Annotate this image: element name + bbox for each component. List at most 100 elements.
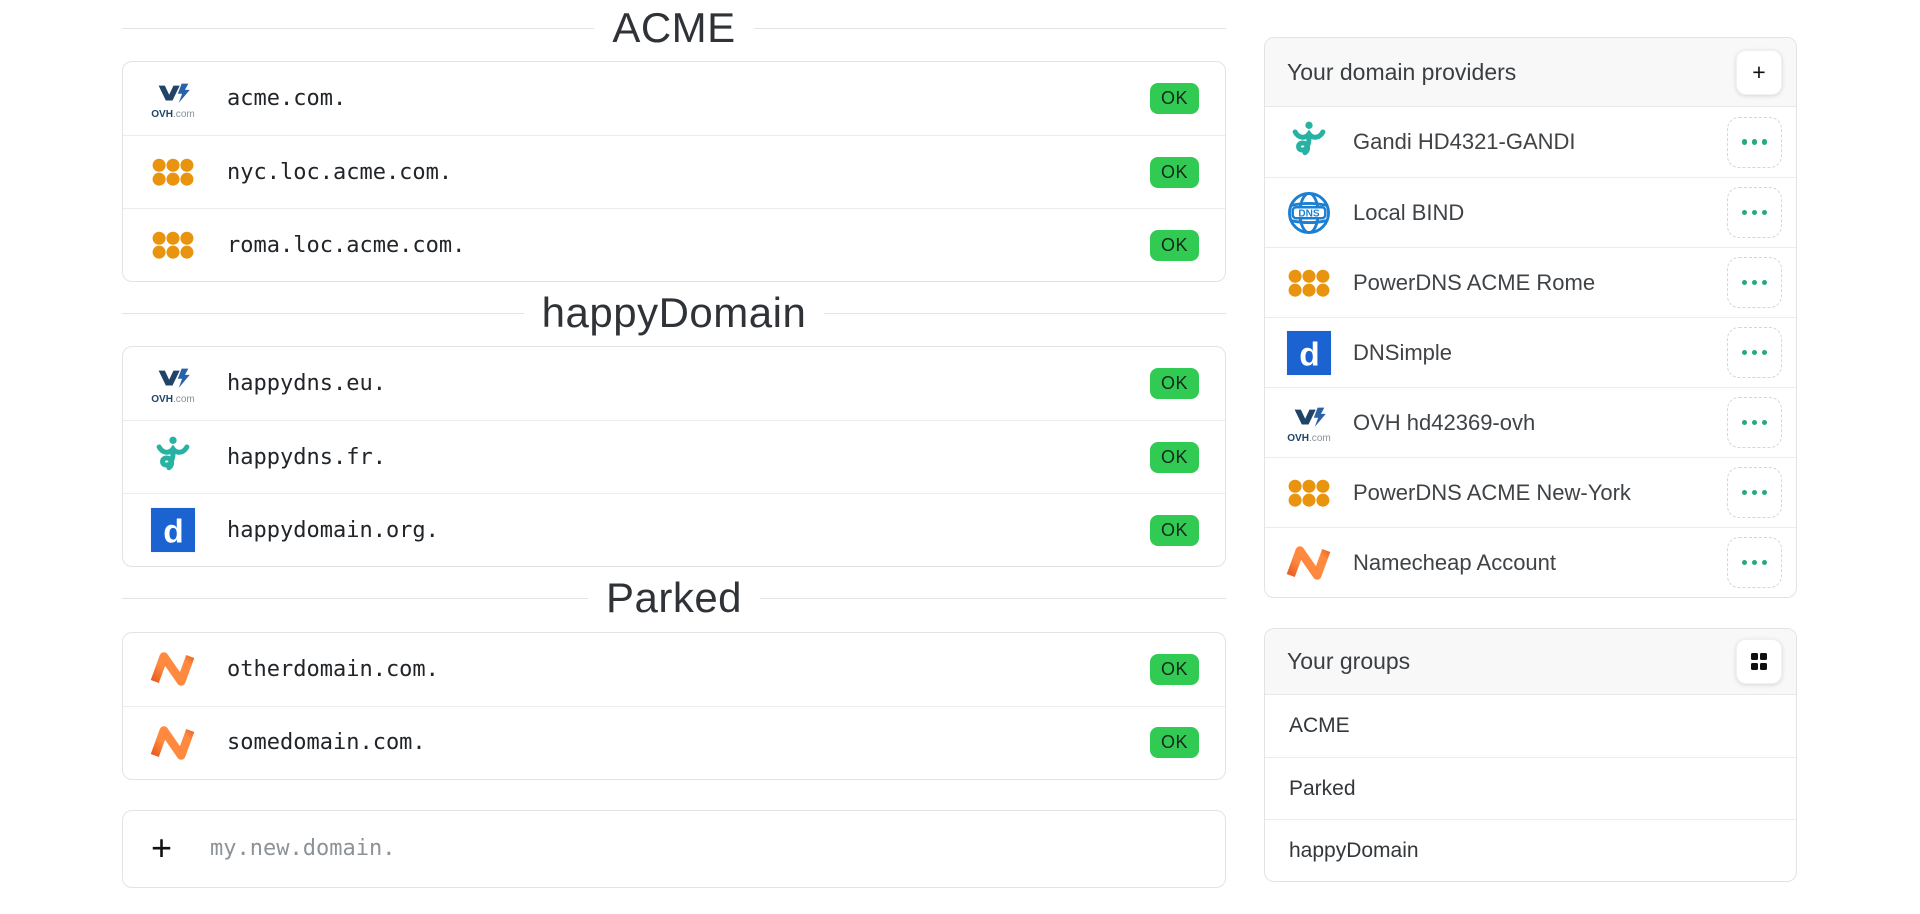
provider-row[interactable]: PowerDNS ACME New-York [1265, 457, 1796, 527]
provider-label: DNSimple [1353, 339, 1453, 365]
grid-icon [1750, 653, 1768, 670]
domain-group: ACME OVH.com acme.com. OK nyc.loc.acme.c… [122, 4, 1227, 283]
add-domain-form: + [122, 809, 1226, 888]
ovh-icon: OVH.com [149, 75, 197, 123]
bind-icon: DNS [1285, 189, 1333, 237]
status-badge: OK [1149, 441, 1199, 473]
namecheap-icon [1285, 539, 1333, 587]
group-heading: happyDomain [122, 289, 1227, 336]
domain-row[interactable]: somedomain.com. OK [123, 705, 1225, 779]
provider-row[interactable]: OVH.com OVH hd42369-ovh [1265, 387, 1796, 457]
domain-row[interactable]: nyc.loc.acme.com. OK [123, 135, 1225, 208]
domain-list-card: otherdomain.com. OK somedomain.com. OK [122, 631, 1226, 780]
domain-row[interactable]: OVH.com acme.com. OK [123, 62, 1225, 135]
heading-divider-line [753, 27, 1227, 29]
provider-menu-button[interactable] [1727, 187, 1782, 238]
powerdns-icon [149, 148, 197, 196]
plus-icon: + [1752, 58, 1766, 85]
domain-row[interactable]: OVH.com happydns.eu. OK [123, 347, 1225, 420]
group-list-item[interactable]: Parked [1265, 757, 1796, 819]
svg-text:DNS: DNS [1298, 208, 1320, 219]
providers-card-header: Your domain providers + [1265, 38, 1796, 107]
domain-name: happydns.fr. [227, 444, 386, 470]
status-badge: OK [1149, 83, 1199, 115]
provider-label: Namecheap Account [1353, 549, 1557, 575]
ellipsis-icon [1741, 489, 1768, 496]
domain-group: happyDomain OVH.com happydns.eu. OK happ… [122, 289, 1227, 568]
domain-name: happydns.eu. [227, 371, 386, 397]
powerdns-icon [149, 221, 197, 269]
provider-menu-button[interactable] [1727, 397, 1782, 448]
heading-divider-line [122, 597, 588, 599]
group-title: ACME [612, 4, 736, 51]
domain-name: otherdomain.com. [227, 656, 439, 682]
domain-row[interactable]: roma.loc.acme.com. OK [123, 208, 1225, 281]
svg-text:OVH.com: OVH.com [151, 394, 195, 405]
provider-label: PowerDNS ACME Rome [1353, 269, 1596, 295]
domains-column: ACME OVH.com acme.com. OK nyc.loc.acme.c… [122, 0, 1227, 914]
provider-row[interactable]: Namecheap Account [1265, 527, 1796, 597]
svg-text:d: d [163, 514, 183, 551]
namecheap-icon [149, 645, 197, 693]
ovh-icon: OVH.com [149, 360, 197, 408]
gandi-icon [1285, 118, 1333, 166]
provider-menu-button[interactable] [1727, 257, 1782, 308]
domain-list-card: OVH.com happydns.eu. OK happydns.fr. OK … [122, 346, 1226, 568]
provider-row[interactable]: d DNSimple [1265, 317, 1796, 387]
status-badge: OK [1149, 514, 1199, 546]
svg-text:d: d [1299, 336, 1319, 373]
add-provider-button[interactable]: + [1736, 49, 1782, 95]
provider-menu-button[interactable] [1727, 467, 1782, 518]
new-domain-input[interactable] [208, 835, 1197, 863]
heading-divider-line [760, 597, 1227, 599]
groups-card: Your groups ACME Parked happyDomain [1264, 628, 1797, 882]
ellipsis-icon [1741, 209, 1768, 216]
provider-menu-button[interactable] [1727, 116, 1782, 168]
domain-row[interactable]: d happydomain.org. OK [123, 493, 1225, 566]
domain-list-card: OVH.com acme.com. OK nyc.loc.acme.com. O… [122, 61, 1226, 283]
providers-card: Your domain providers + Gandi HD4321-GAN… [1264, 37, 1797, 598]
status-badge: OK [1149, 368, 1199, 400]
svg-text:OVH.com: OVH.com [1287, 433, 1331, 444]
dnsimple-icon: d [1285, 329, 1333, 377]
domain-name: acme.com. [227, 86, 347, 112]
ellipsis-icon [1741, 349, 1768, 356]
group-heading: ACME [122, 4, 1227, 51]
providers-card-title: Your domain providers [1287, 58, 1517, 85]
ellipsis-icon [1741, 419, 1768, 426]
domain-name: roma.loc.acme.com. [227, 232, 466, 258]
ellipsis-icon [1741, 559, 1768, 566]
group-list-item[interactable]: ACME [1289, 714, 1350, 737]
provider-label: OVH hd42369-ovh [1353, 409, 1536, 435]
sidebar: Your domain providers + Gandi HD4321-GAN… [1264, 0, 1797, 914]
status-badge: OK [1149, 727, 1199, 759]
groups-card-title: Your groups [1287, 648, 1411, 674]
heading-divider-line [122, 312, 524, 314]
provider-menu-button[interactable] [1727, 327, 1782, 378]
group-list-item[interactable]: happyDomain [1265, 819, 1796, 881]
provider-menu-button[interactable] [1727, 537, 1782, 588]
heading-divider-line [824, 312, 1227, 314]
domain-row[interactable]: happydns.fr. OK [123, 420, 1225, 493]
svg-text:OVH.com: OVH.com [151, 109, 195, 120]
status-badge: OK [1149, 653, 1199, 685]
domain-row[interactable]: otherdomain.com. OK [123, 633, 1225, 706]
domain-name: nyc.loc.acme.com. [227, 159, 453, 185]
domain-group: Parked otherdomain.com. OK somedomain.co… [122, 575, 1227, 780]
dnsimple-icon: d [149, 506, 197, 554]
domain-groups: ACME OVH.com acme.com. OK nyc.loc.acme.c… [122, 4, 1227, 780]
plus-icon[interactable]: + [151, 827, 173, 869]
powerdns-icon [1285, 469, 1333, 517]
status-badge: OK [1149, 229, 1199, 261]
provider-row[interactable]: DNS Local BIND [1265, 177, 1796, 247]
provider-row[interactable]: PowerDNS ACME Rome [1265, 247, 1796, 317]
groups-view-button[interactable] [1736, 639, 1782, 684]
domain-name: happydomain.org. [227, 517, 439, 543]
provider-row[interactable]: Gandi HD4321-GANDI [1265, 107, 1796, 177]
ellipsis-icon [1741, 279, 1768, 286]
ellipsis-icon [1741, 139, 1768, 145]
group-heading: Parked [122, 575, 1227, 621]
gandi-icon [149, 433, 197, 481]
providers-list: Gandi HD4321-GANDI DNS Local BIND PowerD… [1265, 107, 1796, 597]
